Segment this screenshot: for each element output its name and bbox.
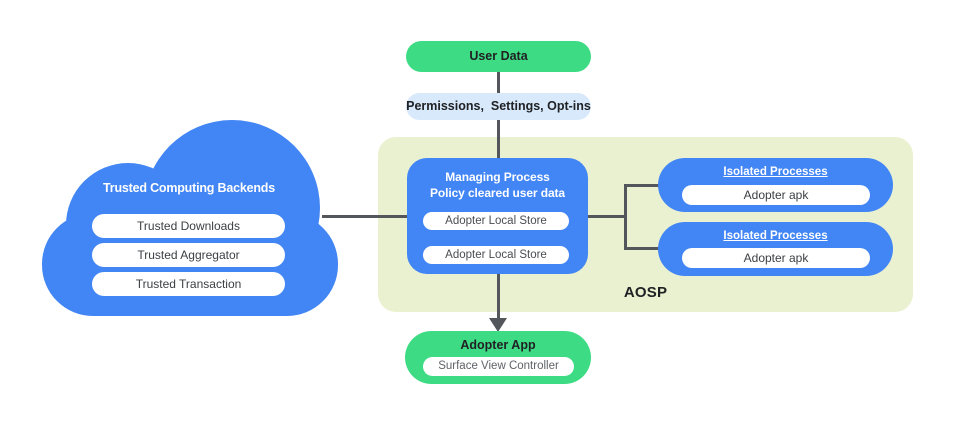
user-data-node: User Data <box>406 41 591 72</box>
isolated-processes-title-1: Isolated Processes <box>723 166 828 178</box>
connector-managing-junction <box>587 215 627 218</box>
cloud-item-trusted-downloads: Trusted Downloads <box>92 214 285 238</box>
managing-process-title: Managing Process Policy cleared user dat… <box>407 169 588 201</box>
arrow-down-icon <box>489 318 507 332</box>
connector-junction-vertical <box>624 184 627 250</box>
adopter-apk-pill-2: Adopter apk <box>682 248 870 268</box>
isolated-processes-title-2: Isolated Processes <box>723 230 828 242</box>
cloud-title: Trusted Computing Backends <box>103 181 275 195</box>
permissions-settings-optins-node: Permissions, Settings, Opt-ins <box>406 93 591 120</box>
surface-view-controller-pill: Surface View Controller <box>423 357 574 376</box>
cloud-item-trusted-transaction: Trusted Transaction <box>92 272 285 296</box>
aosp-label: AOSP <box>623 284 668 301</box>
adopter-apk-pill-1: Adopter apk <box>682 185 870 205</box>
connector-userdata-permissions <box>497 72 500 93</box>
adopter-local-store-pill-1: Adopter Local Store <box>423 212 569 230</box>
managing-process-title-line1: Managing Process <box>445 170 550 184</box>
adopter-local-store-pill-2: Adopter Local Store <box>423 246 569 264</box>
connector-cloud-managing <box>322 215 408 218</box>
adopter-app-title: Adopter App <box>460 338 536 352</box>
connector-junction-isolated-2 <box>624 247 659 250</box>
connector-junction-isolated-1 <box>624 184 659 187</box>
connector-permissions-managing <box>497 120 500 159</box>
cloud-item-trusted-aggregator: Trusted Aggregator <box>92 243 285 267</box>
managing-process-title-line2: Policy cleared user data <box>429 186 565 201</box>
connector-managing-adopterapp <box>497 273 500 319</box>
